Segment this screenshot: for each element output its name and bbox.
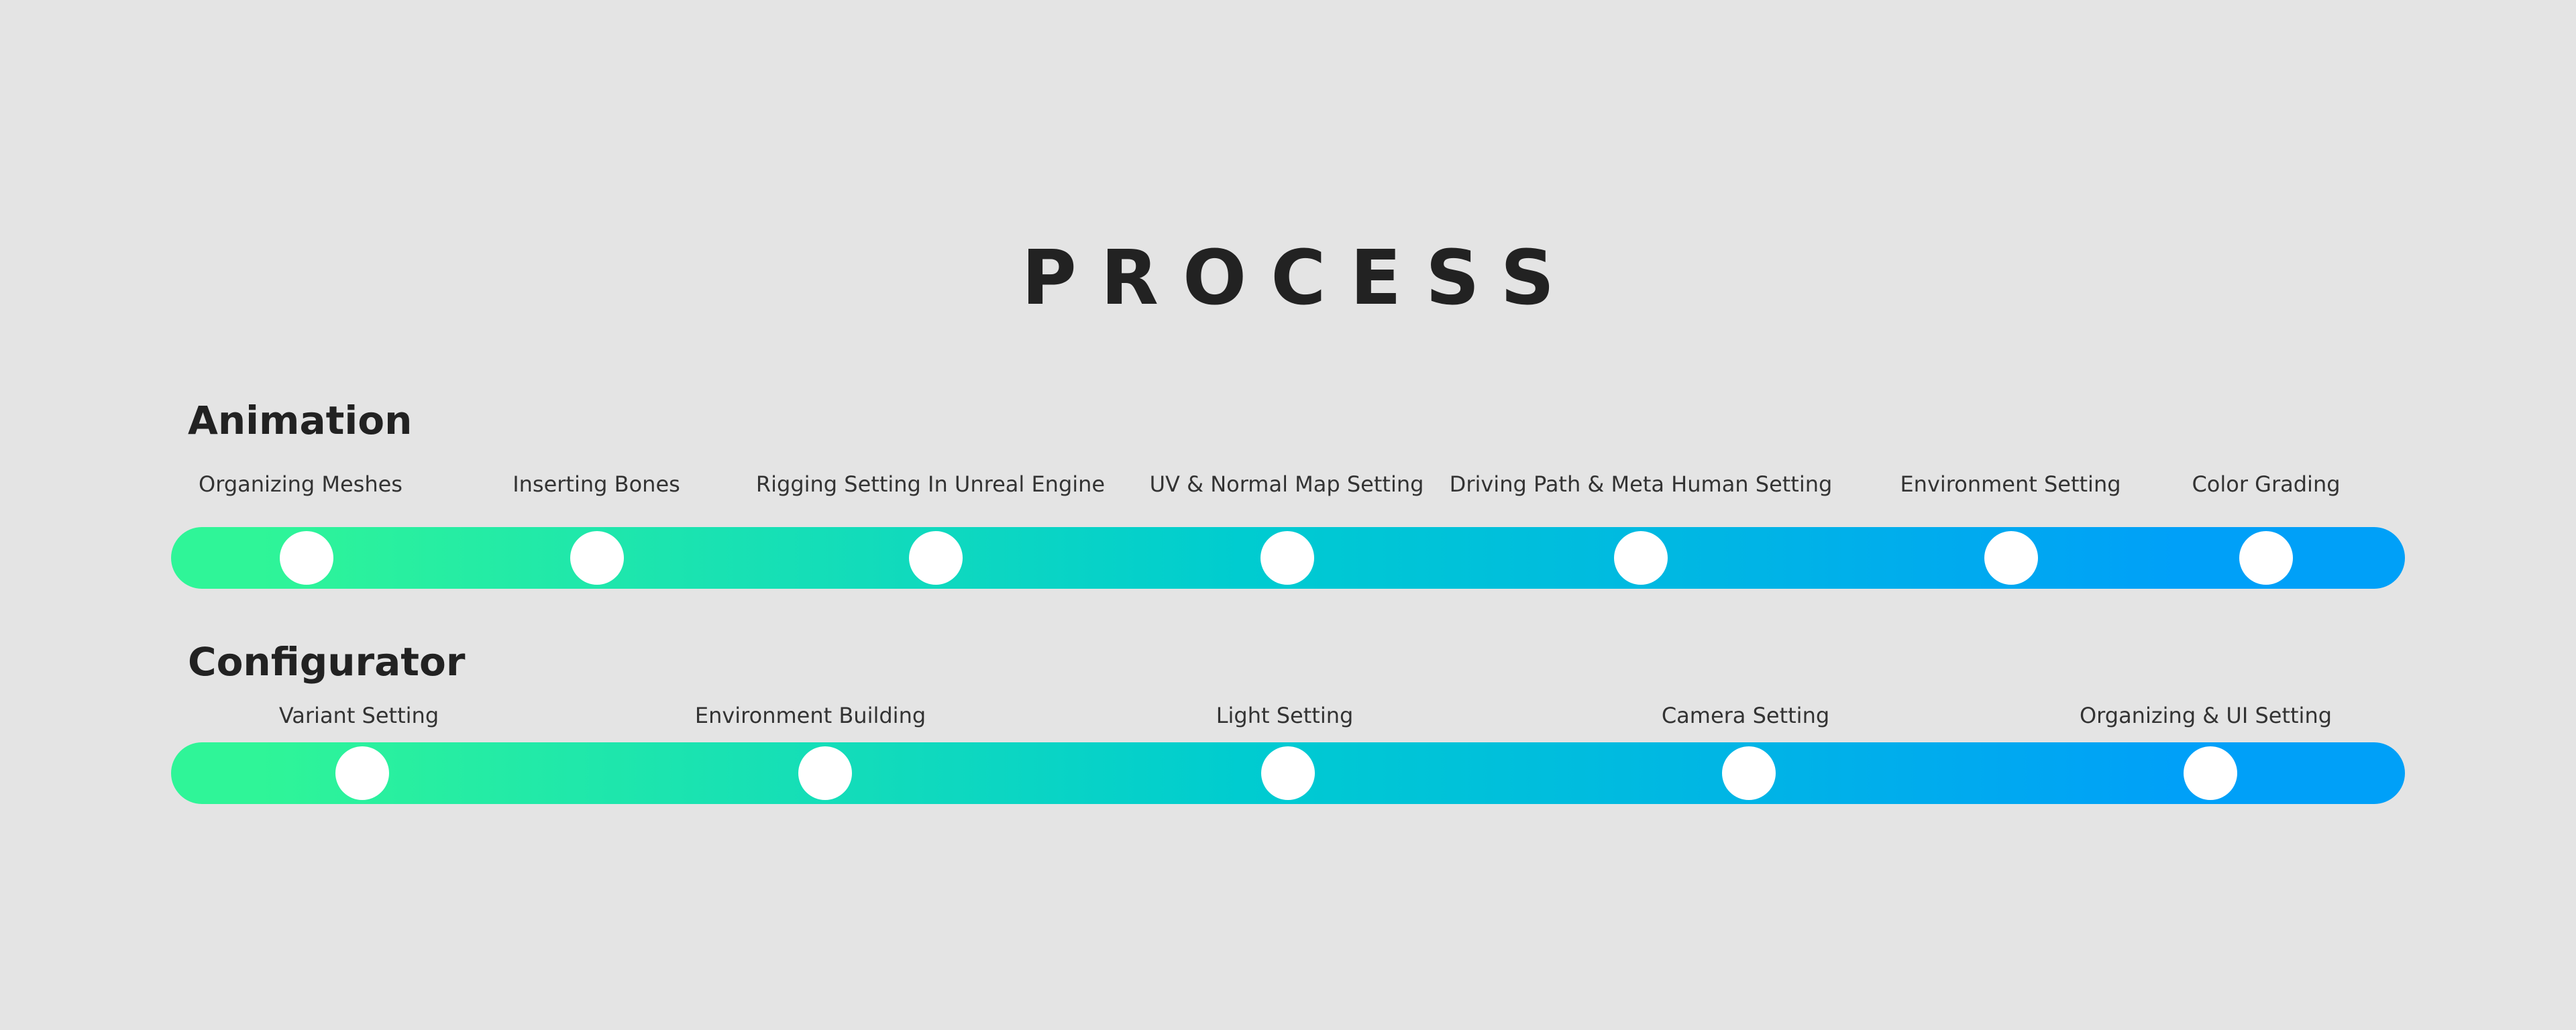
step-label: Organizing Meshes	[199, 471, 402, 497]
step-label: Environment Setting	[1900, 471, 2121, 497]
step-node[interactable]	[798, 746, 852, 800]
step-label: Color Grading	[2192, 471, 2341, 497]
section-title-configurator: Configurator	[188, 639, 466, 685]
step-label: UV & Normal Map Setting	[1149, 471, 1424, 497]
step-node[interactable]	[909, 531, 963, 585]
step-node[interactable]	[1614, 531, 1668, 585]
step-label: Organizing & UI Setting	[2079, 703, 2332, 728]
step-label: Light Setting	[1216, 703, 1354, 728]
step-node[interactable]	[1722, 746, 1776, 800]
step-node[interactable]	[570, 531, 624, 585]
step-node[interactable]	[2184, 746, 2237, 800]
step-node[interactable]	[1260, 531, 1314, 585]
step-label: Rigging Setting In Unreal Engine	[755, 471, 1106, 497]
step-label: Camera Setting	[1661, 703, 1830, 728]
step-label: Variant Setting	[278, 703, 439, 728]
step-node[interactable]	[2239, 531, 2293, 585]
step-node[interactable]	[1261, 746, 1315, 800]
step-label: Environment Building	[694, 703, 926, 728]
step-node[interactable]	[280, 531, 333, 585]
page-title: PROCESS	[1021, 235, 1579, 322]
section-title-animation: Animation	[188, 398, 413, 443]
step-node[interactable]	[1984, 531, 2038, 585]
step-label: Inserting Bones	[513, 471, 680, 497]
step-label: Driving Path & Meta Human Setting	[1449, 471, 1833, 497]
step-node[interactable]	[335, 746, 389, 800]
